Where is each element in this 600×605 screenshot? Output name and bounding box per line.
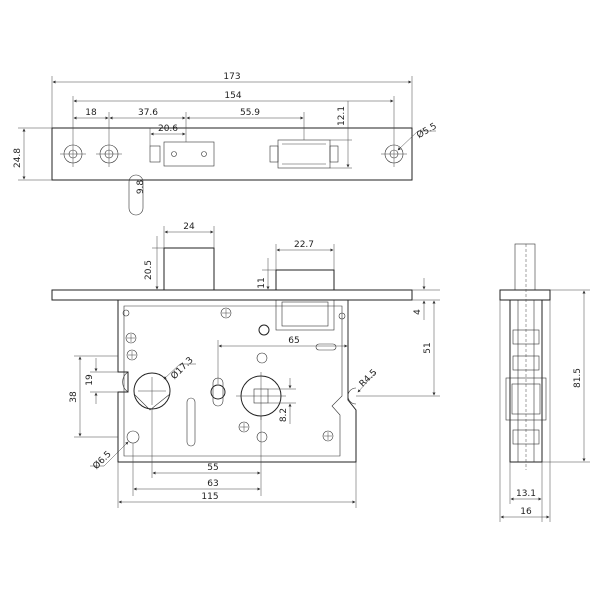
front-faceplate [51,289,413,301]
dim-plate-4: 4 [413,309,423,315]
faceplate-outline [51,127,413,181]
dim-55-9: 55.9 [240,108,260,118]
cylinder-cam [236,372,286,420]
dim-body-width-115: 115 [201,492,218,502]
dim-latch-proj-20-5: 20.5 [144,260,154,280]
dead-bolt [275,269,335,291]
dim-37-6: 37.6 [138,108,158,118]
dim-hole-dia-5-5: Ø5.5 [415,121,439,141]
latch-bolt [163,247,215,291]
dim-radius-4-5: R4.5 [358,368,380,390]
latch-opening [149,141,215,167]
faceplate-hole-right [381,141,407,167]
guide-slot [186,397,196,447]
dim-side-height-81-5: 81.5 [573,368,583,388]
dim-12-1: 12.1 [337,106,347,126]
dim-65: 65 [288,336,299,346]
faceplate-top-view: 173 154 18 37.6 55.9 20.6 24.8 12.1 Ø5.5 [13,72,439,216]
dim-square-8-2: 8.2 [279,408,289,422]
dim-63: 63 [207,479,218,489]
deadbolt-opening [269,139,339,169]
lock-body-front-view: 24 20.5 22.7 11 4 51 65 Ø17.3 [51,222,440,508]
side-bolt [514,243,536,291]
faceplate-hole-left [60,141,86,167]
dim-19: 19 [85,374,95,386]
dim-bolt-width-22-7: 22.7 [294,240,314,250]
dim-18: 18 [85,108,97,118]
dim-hub-dia-17-3: Ø17.3 [169,355,196,382]
side-faceplate [499,289,551,301]
pin-circle [210,384,226,400]
dim-latch-width-24: 24 [183,222,195,232]
dim-20-6: 20.6 [158,124,178,134]
faceplate-hole-second [96,141,122,167]
slot-oval [128,174,144,216]
dim-height-24-8: 24.8 [13,148,23,168]
dim-55: 55 [207,463,218,473]
dim-hole-dia-6-5: Ø6.5 [91,449,114,472]
dim-spindle-offset-51: 51 [423,342,433,353]
dim-38: 38 [69,391,79,403]
dim-total-depth-16: 16 [520,507,532,517]
dim-overall-length: 173 [223,72,240,82]
dim-body-depth-13-1: 13.1 [516,489,536,499]
spindle-hub [133,372,171,411]
dim-bolt-proj-11: 11 [257,277,267,288]
dim-hole-span: 154 [224,91,241,101]
dim-9-8: 9.8 [136,180,146,195]
lock-side-view: 81.5 13.1 16 [499,243,590,522]
